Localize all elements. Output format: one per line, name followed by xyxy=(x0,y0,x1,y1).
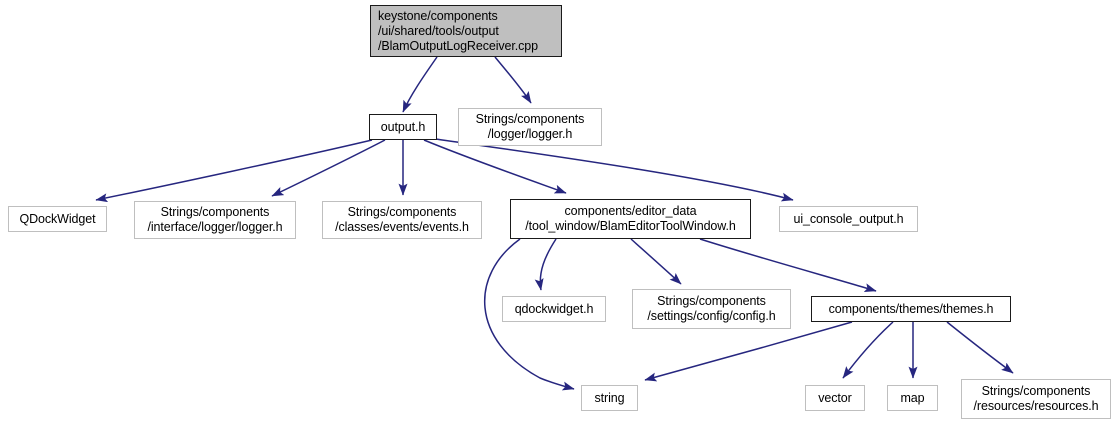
edge-themes_h-to-strings_resources xyxy=(946,321,1014,374)
graph-node-qdockwidget_lower[interactable]: qdockwidget.h xyxy=(502,296,606,322)
edge-blam_editor_tool_window-to-strings_settings_config xyxy=(630,238,682,285)
graph-node-ui_console_output[interactable]: ui_console_output.h xyxy=(779,206,918,232)
edge-blam_editor_tool_window-to-qdockwidget_lower xyxy=(534,238,557,291)
graph-node-map[interactable]: map xyxy=(887,385,938,411)
edge-themes_h-to-string xyxy=(644,321,853,382)
graph-node-strings_resources[interactable]: Strings/components /resources/resources.… xyxy=(961,379,1111,419)
graph-node-strings_classes_events[interactable]: Strings/components /classes/events/event… xyxy=(322,201,482,239)
edge-output_h-to-ui_console_output xyxy=(428,137,794,202)
edge-root-to-output_h xyxy=(402,56,438,113)
edge-output_h-to-strings_interface_logger xyxy=(271,139,386,197)
graph-node-root[interactable]: keystone/components /ui/shared/tools/out… xyxy=(370,5,562,57)
graph-node-strings_logger_logger[interactable]: Strings/components /logger/logger.h xyxy=(458,108,602,146)
graph-node-themes_h[interactable]: components/themes/themes.h xyxy=(811,296,1011,322)
edge-blam_editor_tool_window-to-string xyxy=(483,238,575,391)
graph-node-vector[interactable]: vector xyxy=(805,385,865,411)
edge-root-to-strings_logger_logger xyxy=(494,56,532,104)
edge-output_h-to-blam_editor_tool_window xyxy=(423,139,567,194)
graph-node-blam_editor_tool_window[interactable]: components/editor_data /tool_window/Blam… xyxy=(510,199,751,239)
graph-node-output_h[interactable]: output.h xyxy=(369,114,437,140)
graph-node-strings_interface_logger[interactable]: Strings/components /interface/logger/log… xyxy=(134,201,296,239)
graph-node-strings_settings_config[interactable]: Strings/components /settings/config/conf… xyxy=(632,289,791,329)
graph-node-qdockwidget_upper[interactable]: QDockWidget xyxy=(8,206,107,232)
edge-themes_h-to-vector xyxy=(842,321,894,379)
graph-node-string[interactable]: string xyxy=(581,385,638,411)
edge-output_h-to-qdockwidget_upper xyxy=(95,139,373,203)
edge-blam_editor_tool_window-to-themes_h xyxy=(699,238,877,292)
